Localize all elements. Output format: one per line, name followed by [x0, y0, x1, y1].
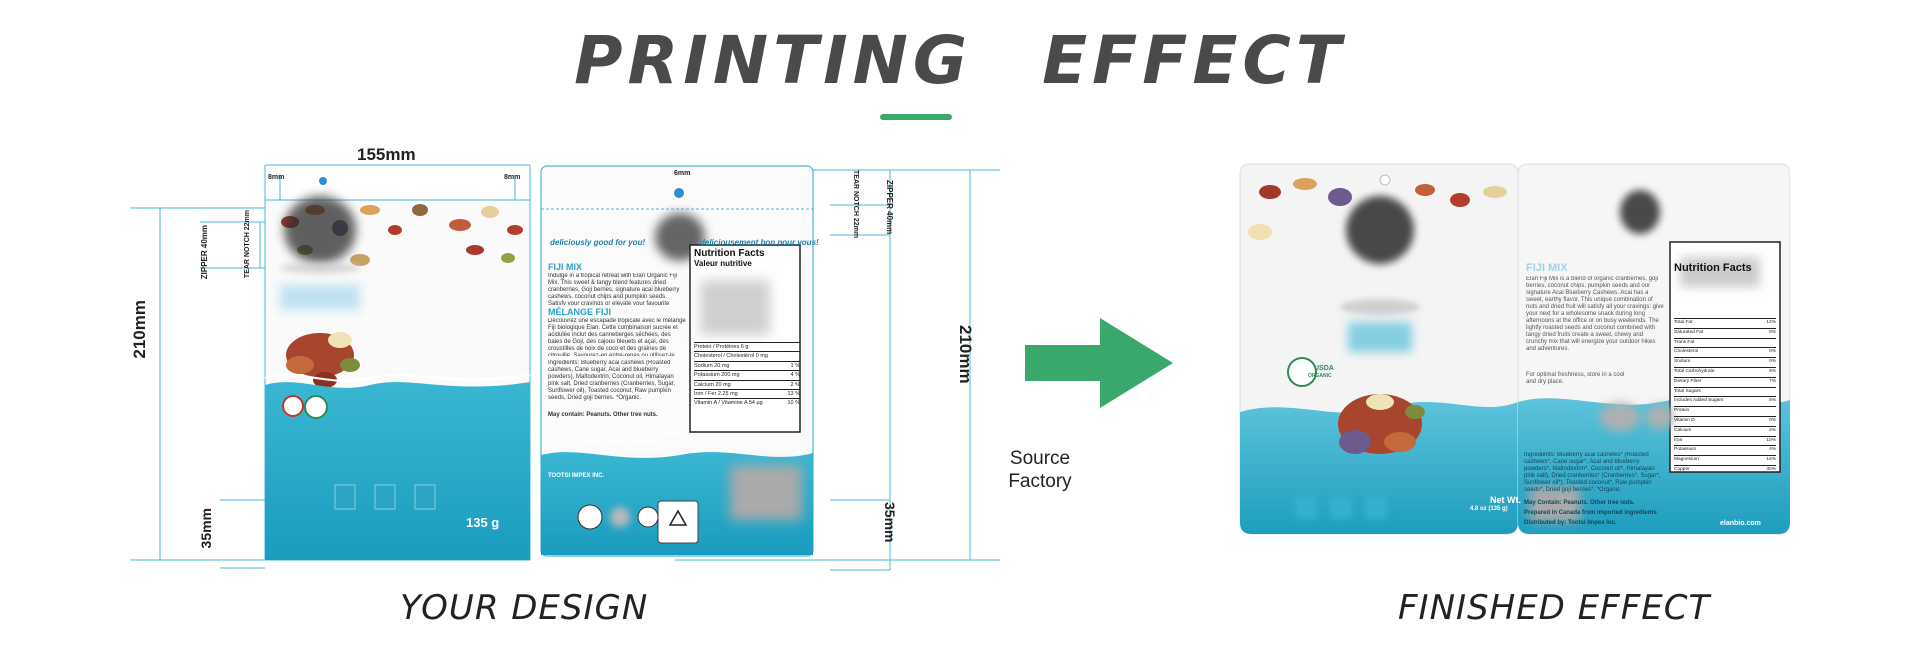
dim-tear-left: TEAR NOTCH 22mm: [244, 210, 251, 279]
dim-hole: 6mm: [674, 170, 691, 177]
finished-ingredients: Ingredients: Blueberry acai cashews* (Ro…: [1524, 452, 1661, 493]
nf-row: Protein: [1674, 406, 1776, 416]
finished-usda-label: USDA: [1314, 365, 1334, 372]
back-nutrition-box: [689, 244, 801, 433]
finished-body: Elan Fiji Mix is a blend of organic cran…: [1526, 276, 1664, 350]
usda-organic-badge: [304, 395, 328, 419]
right-arrow-icon: [1025, 318, 1173, 408]
back-body-fr: Découvrez une escapade tropicale avec le…: [548, 318, 686, 356]
front-panel: [264, 177, 531, 561]
dim-bottom-right: 35mm: [882, 502, 898, 543]
nf-row: Total Sugars: [1674, 386, 1776, 397]
title-printing: PRINTING: [574, 22, 973, 99]
dim-width: 155mm: [357, 145, 416, 164]
nf-row: Protein / Protéines 6 g: [694, 342, 800, 351]
finished-front-pouch: [1239, 163, 1519, 535]
front-weight: 135 g: [466, 515, 500, 530]
finished-net-val: 4.8 oz (135 g): [1470, 506, 1508, 512]
back-nf-subtitle: Valeur nutritive: [694, 259, 752, 268]
back-panel-drawing: [540, 165, 814, 557]
back-heading-fr: MÉLANGE FIJI: [548, 307, 612, 317]
page-title: PRINTING EFFECT: [0, 22, 1920, 99]
back-tagline: deliciously good for you!: [550, 238, 646, 247]
back-body-en: Indulge in a tropical retreat with Elan …: [548, 273, 680, 305]
back-tagline-fr: deliciousement bon pour vous!: [700, 238, 819, 247]
finished-nf-title: Nutrition Facts: [1674, 262, 1752, 274]
finished-website: elanbio.com: [1720, 520, 1761, 527]
back-nf-rows: Protein / Protéines 6 g Cholesterol / Ch…: [694, 342, 800, 408]
dim-height-right: 210mm: [956, 325, 975, 384]
finished-prepared: Prepared in Canada from imported ingredi…: [1524, 510, 1657, 516]
finished-pouches: [1239, 163, 1790, 535]
finished-storage: For optimal freshness, store in a cool a…: [1526, 372, 1625, 385]
back-heading-en: FIJI MIX: [548, 262, 583, 272]
back-may-contain: May contain: Peanuts. Other tree nuts.: [548, 412, 658, 418]
finished-distributed: Distributed by: Tootsi Impex Inc.: [1524, 520, 1617, 526]
dim-height-left: 210mm: [130, 300, 149, 359]
dim-tear-right: TEAR NOTCH 22mm: [852, 170, 859, 239]
caption-finished-effect: FINISHED EFFECT: [1398, 588, 1711, 628]
back-prepared: Prepared in Canada from imported ingredi…: [548, 432, 681, 438]
finished-back-pouch: [1517, 163, 1790, 535]
back-company: TOOTSI IMPEX INC.: [548, 473, 605, 479]
recycle-box: [657, 500, 699, 544]
dim-bottom-left: 35mm: [198, 508, 214, 549]
finished-net-wt: Net Wt.: [1490, 495, 1521, 505]
source-line1: Source: [1009, 448, 1071, 469]
finished-heading: FIJI MIX: [1526, 262, 1568, 274]
back-prepared-fr: Préparé au Canada à partir d'ingrédients…: [548, 439, 664, 452]
caption-your-design: YOUR DESIGN: [400, 588, 649, 628]
finished-organic-label: ORGANIC: [1308, 373, 1332, 379]
dim-margin-left: 8mm: [268, 174, 285, 181]
nf-row: Cholesterol / Cholestérol 0 mg: [694, 351, 800, 360]
dim-margin-right: 8mm: [504, 174, 521, 181]
nf-row: Trans Fat: [1674, 337, 1776, 348]
title-underline: [880, 114, 952, 120]
back-ingredients: Ingredients: Blueberry acai cashews (Roa…: [548, 360, 676, 401]
back-nf-title: Nutrition Facts: [694, 248, 765, 259]
canada-organic-badge: [282, 395, 304, 417]
dim-zipper-left: ZIPPER 40mm: [200, 225, 209, 280]
source-line2: Factory: [1008, 471, 1072, 492]
source-factory-label: Source Factory: [990, 447, 1090, 493]
title-effect: EFFECT: [1042, 22, 1346, 99]
dieline-drawing: [130, 164, 1000, 571]
finished-may-contain: May Contain: Peanuts. Other tree nuts.: [1524, 500, 1635, 506]
dim-zipper-right: ZIPPER 40mm: [885, 180, 894, 235]
